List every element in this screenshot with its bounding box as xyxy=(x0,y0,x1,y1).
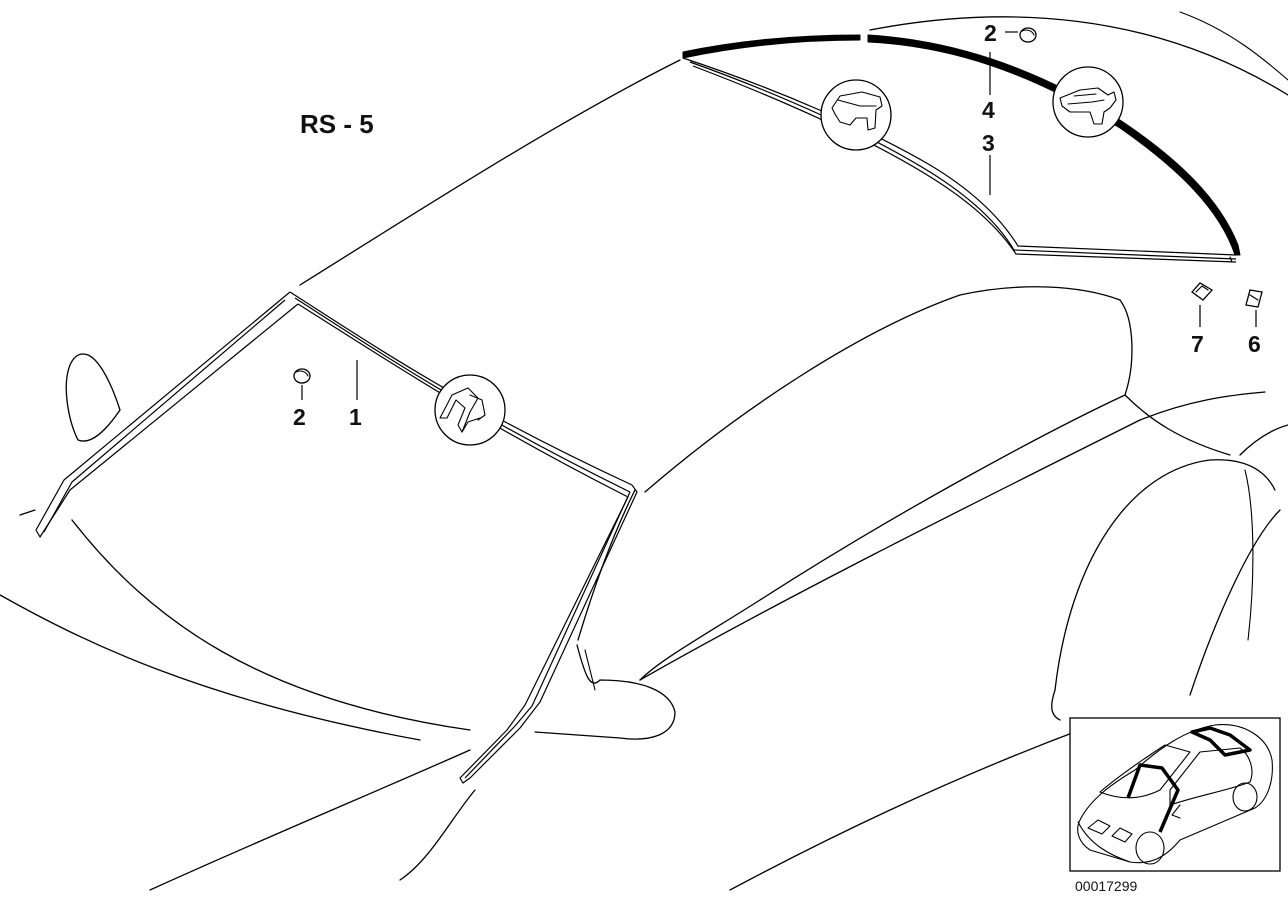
callout-1: 1 xyxy=(349,404,362,430)
callout-4: 4 xyxy=(982,97,995,123)
rear-window-moulding xyxy=(682,34,1241,256)
windscreen-seal xyxy=(35,291,638,784)
rear-seal-detail-right xyxy=(1052,66,1124,138)
overview-thumbnail: 00017299 xyxy=(1069,717,1281,894)
callout-7: 7 xyxy=(1191,331,1204,357)
windscreen-seal-detail xyxy=(434,374,506,446)
clip-7 xyxy=(1191,282,1214,301)
leader-lines xyxy=(301,31,1257,400)
clip-6 xyxy=(1245,289,1263,308)
plug-rear xyxy=(1019,27,1037,43)
callout-2-front: 2 xyxy=(293,404,306,430)
rear-window-seal xyxy=(682,57,1237,263)
callout-3: 3 xyxy=(982,130,995,156)
drawing-number: 00017299 xyxy=(1075,878,1138,894)
thumbnail-car xyxy=(1077,724,1273,865)
diagram-title: RS - 5 xyxy=(300,109,374,139)
rear-seal-detail-left xyxy=(820,79,892,151)
car-body-outline xyxy=(0,11,1288,891)
callout-6: 6 xyxy=(1248,331,1261,357)
callout-2-rear: 2 xyxy=(984,20,997,46)
plug-front xyxy=(293,368,311,384)
